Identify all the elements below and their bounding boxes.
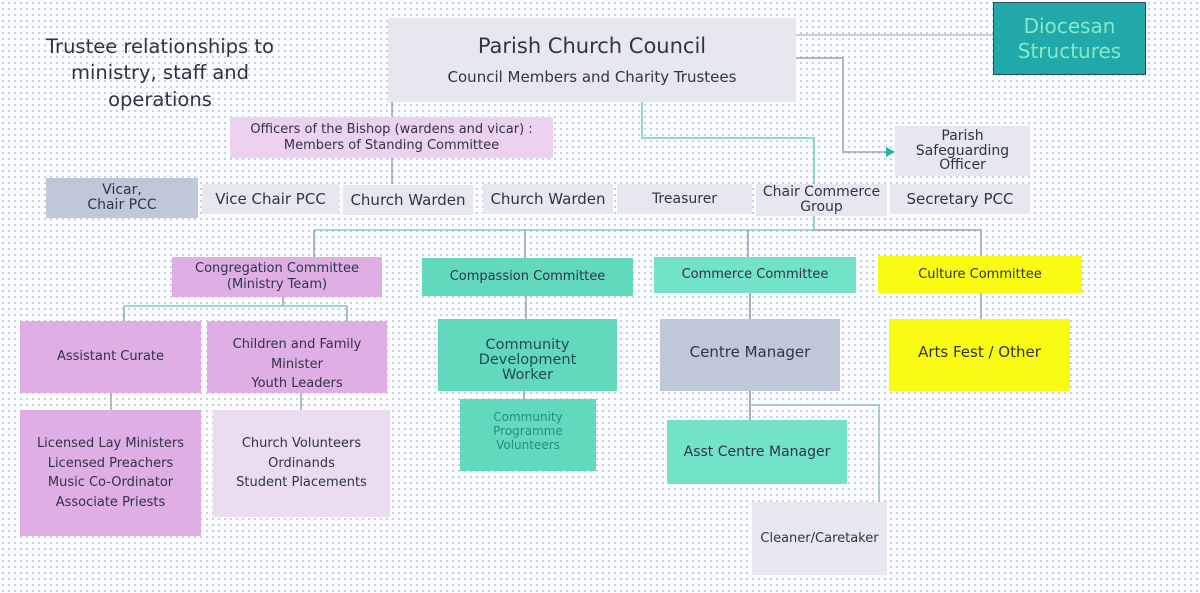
- line-pcc-safeguarding: [796, 57, 888, 153]
- page-title: Trustee relationships to ministry, staff…: [46, 35, 274, 111]
- diocesan-structures-box: Diocesan Structures: [993, 2, 1146, 75]
- community-development-worker-box: Community Development Worker: [438, 319, 617, 391]
- licensed-ministers-box: Licensed Lay Ministers Licensed Preacher…: [20, 410, 201, 536]
- pcc-box: Parish Church Council Council Members an…: [388, 18, 796, 102]
- church-volunteers-box: Church Volunteers Ordinands Student Plac…: [213, 410, 390, 517]
- compassion-committee-box: Compassion Committee: [422, 258, 633, 296]
- cleaner-caretaker-box: Cleaner/Caretaker: [752, 502, 887, 575]
- arrow-head-icon: [886, 147, 895, 157]
- centre-manager-box: Centre Manager: [660, 319, 840, 391]
- arts-fest-box: Arts Fest / Other: [889, 319, 1070, 391]
- assistant-curate-box: Assistant Curate: [20, 321, 201, 393]
- congregation-committee-box: Congregation Committee (Ministry Team): [172, 257, 382, 297]
- treasurer-box: Treasurer: [617, 184, 752, 214]
- secretary-box: Secretary PCC: [890, 184, 1030, 214]
- line-cleaner: [750, 404, 880, 502]
- church-warden-box: Church Warden: [483, 184, 613, 214]
- community-programme-volunteers-box: Community Programme Volunteers: [460, 399, 596, 471]
- commerce-committee-box: Commerce Committee: [654, 257, 856, 293]
- line-committee-bar-right: [814, 229, 982, 256]
- line-committee-drops: [313, 230, 749, 258]
- chair-commerce-box: Chair Commerce Group: [756, 184, 887, 216]
- safeguarding-officer-box: Parish Safeguarding Officer: [895, 126, 1030, 176]
- church-warden-box: Church Warden: [343, 185, 473, 215]
- children-family-minister-box: Children and Family Minister Youth Leade…: [207, 321, 387, 393]
- culture-committee-box: Culture Committee: [878, 256, 1082, 293]
- officers-box: Officers of the Bishop (wardens and vica…: [230, 117, 553, 158]
- asst-centre-manager-box: Asst Centre Manager: [667, 420, 847, 484]
- vicar-box: Vicar, Chair PCC: [46, 178, 198, 218]
- vice-chair-box: Vice Chair PCC: [202, 184, 339, 214]
